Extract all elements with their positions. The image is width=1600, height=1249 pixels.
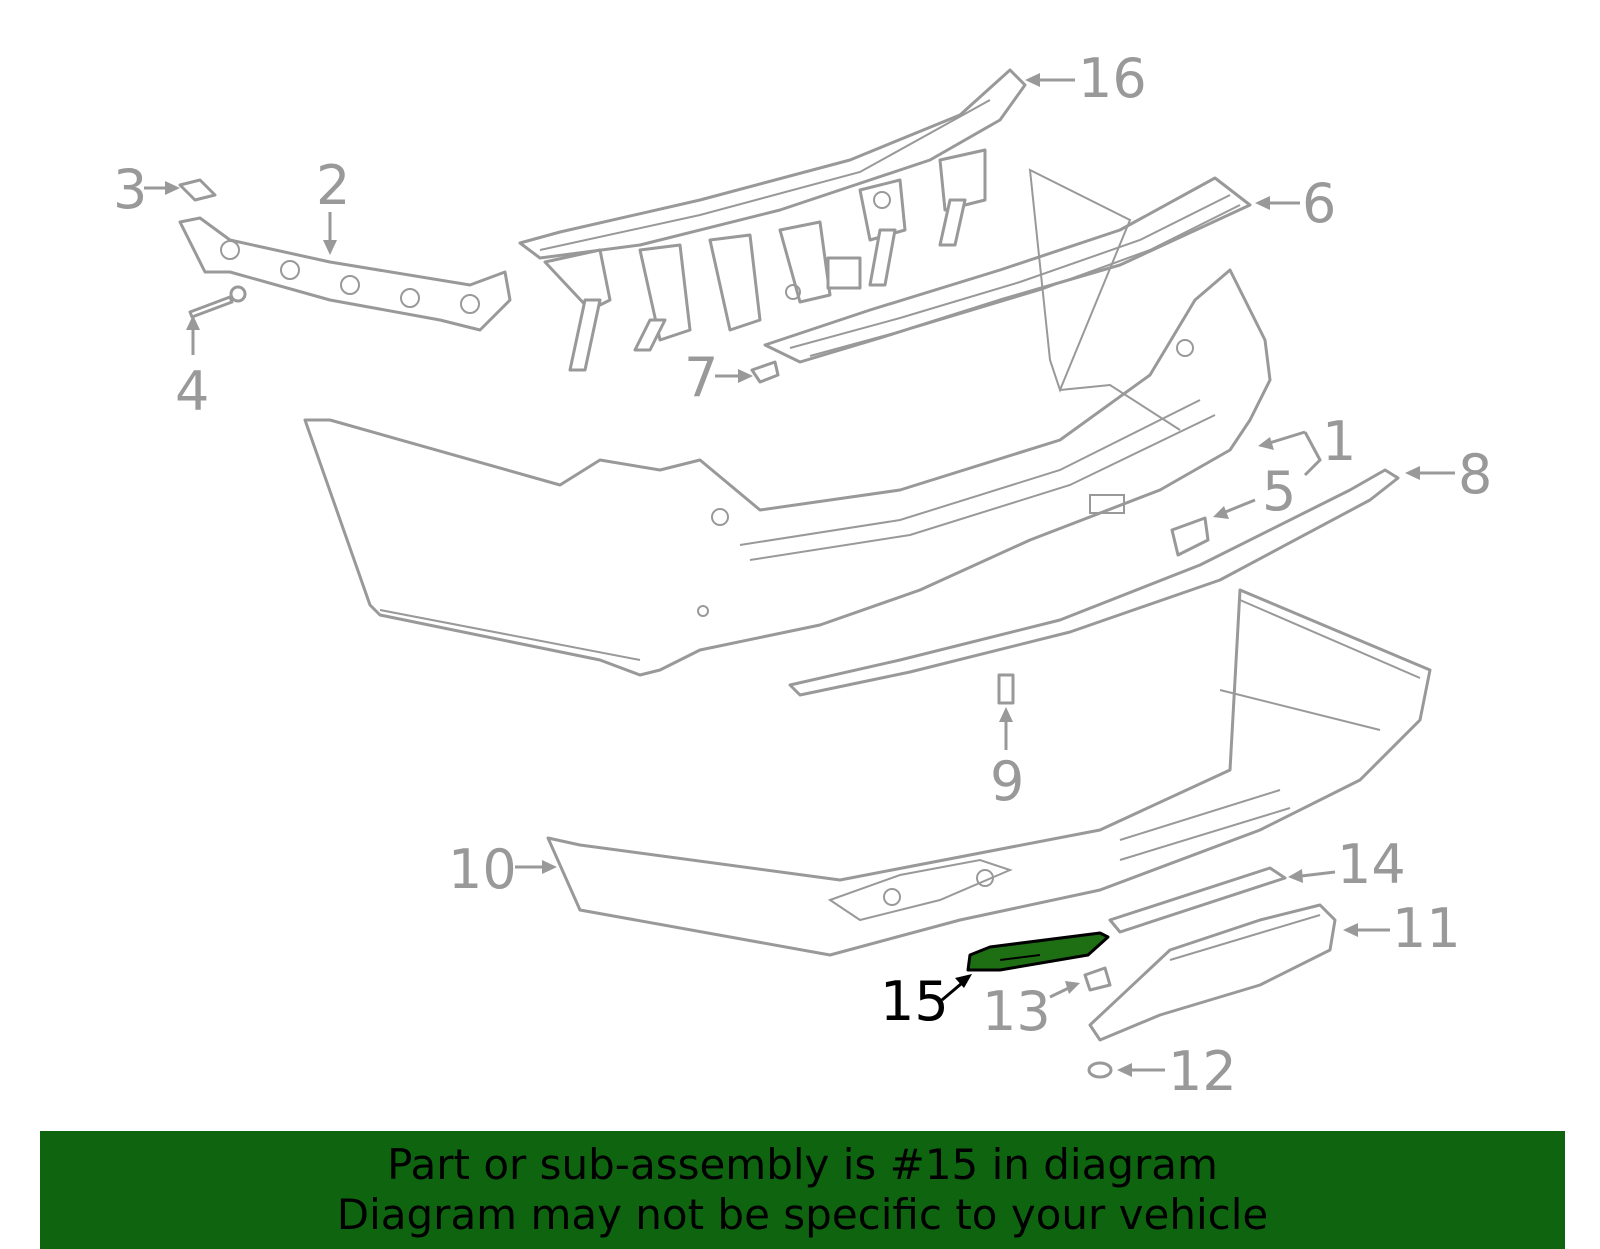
callout-6: 6	[1302, 172, 1336, 235]
callout-1: 1	[1322, 410, 1356, 473]
banner-line-part-number: Part or sub-assembly is #15 in diagram	[387, 1140, 1218, 1189]
callout-12: 12	[1168, 1040, 1237, 1103]
callout-15-highlighted: 15	[880, 970, 949, 1033]
callout-4: 4	[175, 360, 209, 423]
callout-13: 13	[982, 980, 1051, 1043]
callout-16: 16	[1078, 47, 1147, 110]
part-14-strip[interactable]	[1108, 866, 1287, 934]
part-1-bumper-cover[interactable]	[303, 168, 1272, 677]
part-8-trim-strip[interactable]	[788, 468, 1400, 697]
callout-10: 10	[448, 838, 517, 901]
callout-11: 11	[1392, 897, 1461, 960]
part-2-bracket[interactable]	[178, 216, 512, 332]
part-6-step-pad[interactable]	[763, 176, 1252, 364]
callout-3: 3	[113, 158, 147, 221]
callout-14: 14	[1337, 833, 1406, 896]
part-16-reinforcement-beam[interactable]	[518, 68, 1027, 372]
callout-7: 7	[684, 346, 718, 409]
banner-line-disclaimer: Diagram may not be specific to your vehi…	[336, 1190, 1269, 1239]
part-11-exhaust-bezel[interactable]	[1088, 903, 1337, 1042]
part-9-clip[interactable]	[997, 673, 1015, 705]
info-banner: Part or sub-assembly is #15 in diagram D…	[40, 1131, 1565, 1249]
callout-numbers: 16 6 3 2 4 7 1 5 8 9 10 14 11 13 12 15	[113, 47, 1492, 1103]
part-3-clip[interactable]	[178, 178, 217, 202]
part-5-plate[interactable]	[1170, 516, 1210, 557]
part-13-clip[interactable]	[1083, 966, 1112, 992]
leader-arrows	[144, 73, 1455, 1077]
callout-2: 2	[316, 154, 350, 217]
part-15-highlighted-trim[interactable]	[966, 931, 1110, 972]
callout-9: 9	[990, 750, 1024, 813]
part-4-bolt[interactable]	[188, 285, 247, 319]
bumper-parts-diagram: 16 6 3 2 4 7 1 5 8 9 10 14 11 13 12 15	[113, 47, 1492, 1103]
callout-8: 8	[1458, 443, 1492, 506]
part-10-lower-valance[interactable]	[546, 588, 1432, 957]
part-12-grommet[interactable]	[1087, 1061, 1113, 1079]
part-7-clip[interactable]	[750, 360, 780, 384]
callout-5: 5	[1262, 460, 1296, 523]
